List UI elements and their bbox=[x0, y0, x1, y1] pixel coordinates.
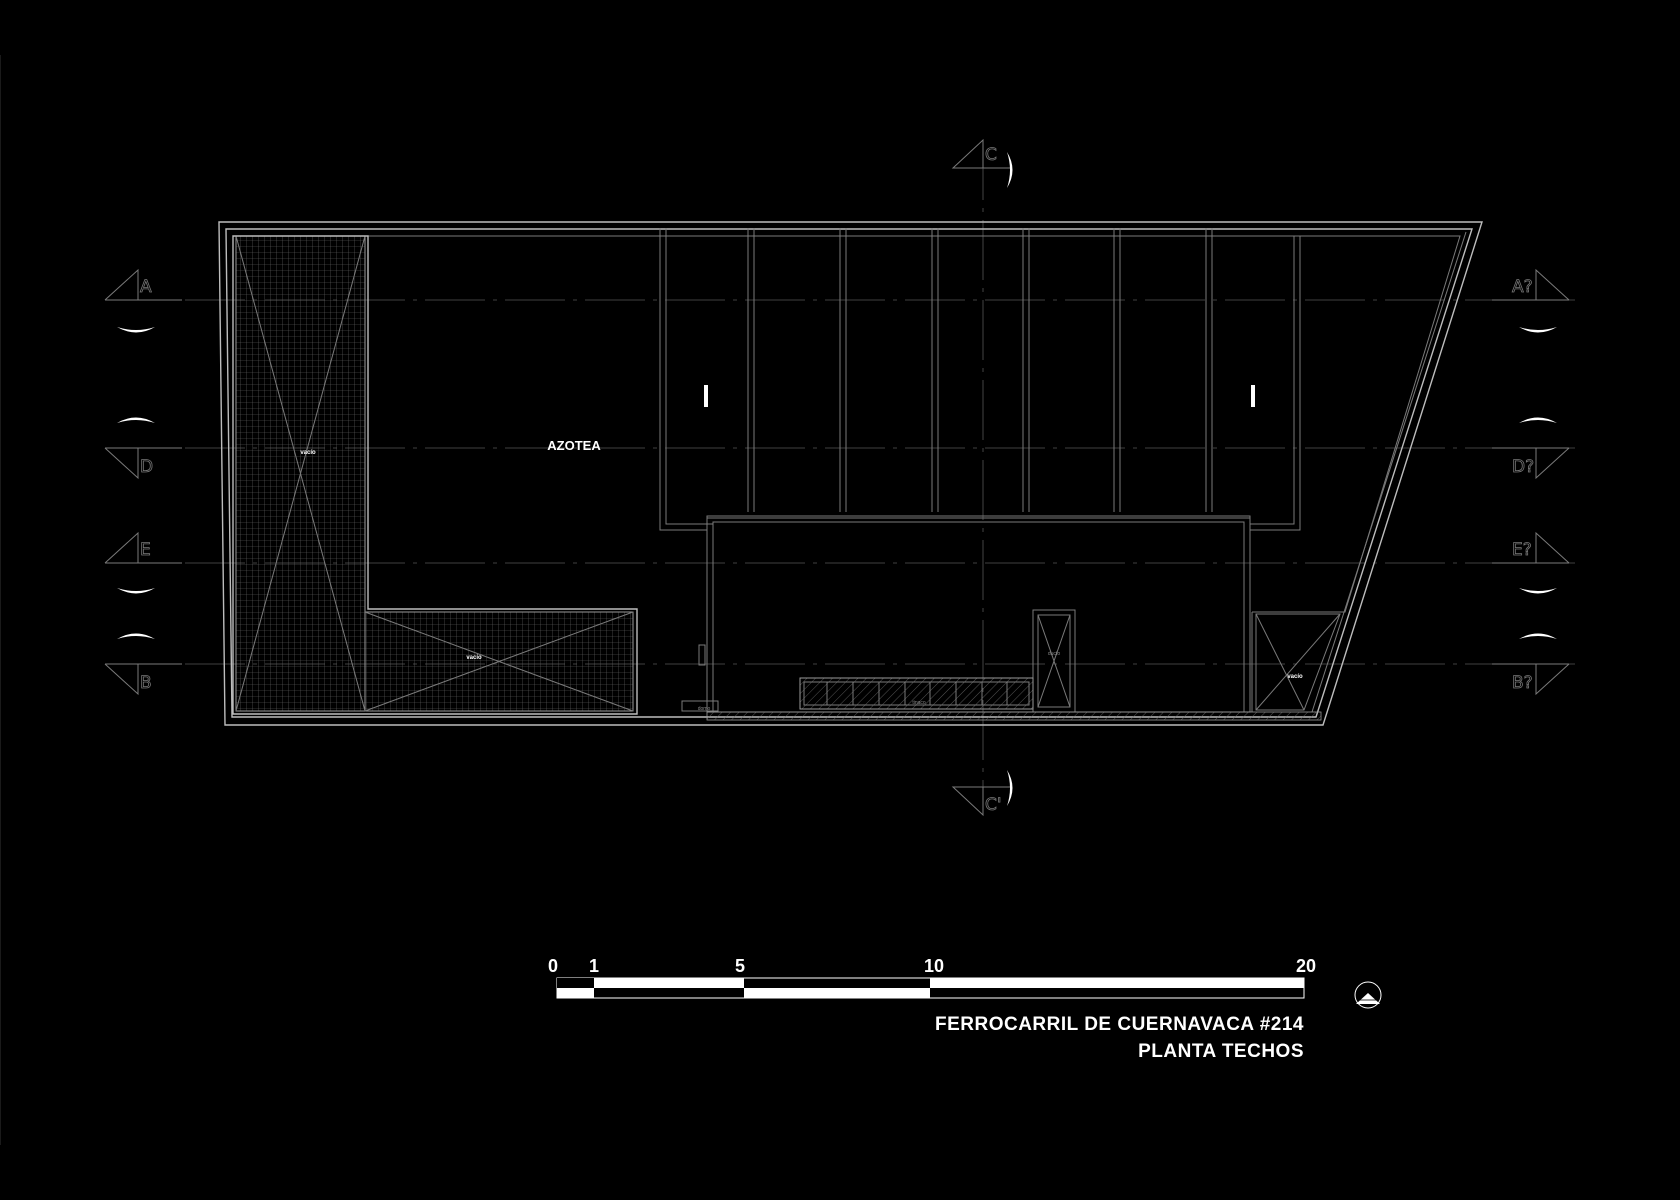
section-marker-c: C C' bbox=[951, 138, 1013, 817]
project-title: FERROCARRIL DE CUERNAVACA #214 bbox=[935, 1014, 1304, 1035]
scale-tick-1: 1 bbox=[589, 956, 599, 976]
section-marker-top: C bbox=[985, 145, 997, 165]
azotea-label: AZOTEA bbox=[547, 438, 601, 453]
void-label-left: vacío bbox=[300, 450, 316, 456]
hatch-label: domo bbox=[698, 706, 711, 712]
north-arrow-icon bbox=[1354, 981, 1382, 1009]
section-marker-bottom: C' bbox=[985, 795, 1002, 815]
tank-label: tinaco bbox=[912, 700, 926, 706]
scale-bar: 0 1 5 10 20 bbox=[548, 956, 1316, 999]
section-marker-right-e: E? bbox=[1512, 540, 1532, 560]
void-right bbox=[1255, 613, 1341, 711]
scale-tick-0: 0 bbox=[548, 956, 558, 976]
roof-bays bbox=[659, 228, 1301, 531]
scale-tick-5: 5 bbox=[735, 956, 745, 976]
section-marker-left-b: B bbox=[140, 673, 152, 693]
section-marker-left-d: D bbox=[140, 457, 153, 477]
section-marker-left-a: A bbox=[140, 277, 152, 297]
scale-tick-10: 10 bbox=[924, 956, 944, 976]
duct-label: ducto bbox=[1048, 651, 1060, 657]
section-marker-right-a: A? bbox=[1512, 277, 1533, 297]
void-label-right: vacío bbox=[1287, 674, 1303, 680]
central-block bbox=[681, 515, 1322, 721]
section-marker-right-d: D? bbox=[1512, 457, 1534, 477]
section-marker-left-e: E bbox=[140, 540, 151, 560]
section-marker-right-b: B? bbox=[1512, 673, 1533, 693]
drawing-title: PLANTA TECHOS bbox=[1138, 1041, 1304, 1062]
section-markers-left: A D E B bbox=[104, 268, 182, 696]
void-label-bottom: vacío bbox=[466, 655, 482, 661]
section-markers-right: A? D? E? B? bbox=[1492, 268, 1570, 696]
scale-tick-20: 20 bbox=[1296, 956, 1316, 976]
void-left bbox=[232, 235, 638, 715]
